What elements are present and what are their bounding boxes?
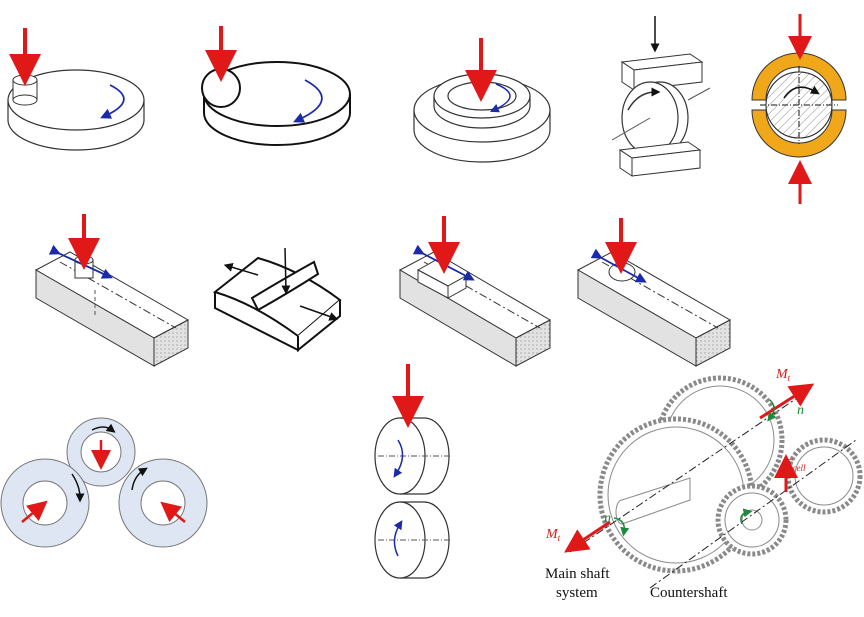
countershaft-label: Countershaft <box>650 585 728 601</box>
load-arrow <box>281 247 291 295</box>
torque-arrow-left <box>564 520 611 553</box>
mt-left-label: Mt <box>545 527 561 543</box>
ball-on-flat-reciprocating-config <box>576 218 732 367</box>
main-shaft-label-1: Main shaft <box>545 566 610 582</box>
gear-test-rig: Mt n Fcell Mt n Main shaft system Counte… <box>545 367 863 601</box>
main-shaft-label-2: system <box>556 585 598 601</box>
f-cell-label: Fcell <box>783 457 806 473</box>
rotation-arrow <box>293 79 323 123</box>
block-on-flat-reciprocating-config <box>398 216 552 367</box>
rotation-arrow <box>489 83 511 113</box>
journal-bearing-config <box>751 14 847 204</box>
mt-top-label: Mt <box>775 367 791 383</box>
curved-block-config <box>212 247 342 353</box>
n-top-label: n <box>797 403 804 418</box>
n-left-label: n <box>604 511 611 526</box>
ring-on-ring-config <box>413 38 551 163</box>
twin-disc-config <box>374 364 450 579</box>
pin-on-disk-config <box>7 28 145 151</box>
rotation-arrow <box>100 84 125 119</box>
three-roller-config <box>0 417 208 548</box>
ball-on-disk-config <box>201 26 351 146</box>
block-on-shaft-config <box>611 16 711 177</box>
pin-on-flat-reciprocating-config <box>34 214 190 367</box>
